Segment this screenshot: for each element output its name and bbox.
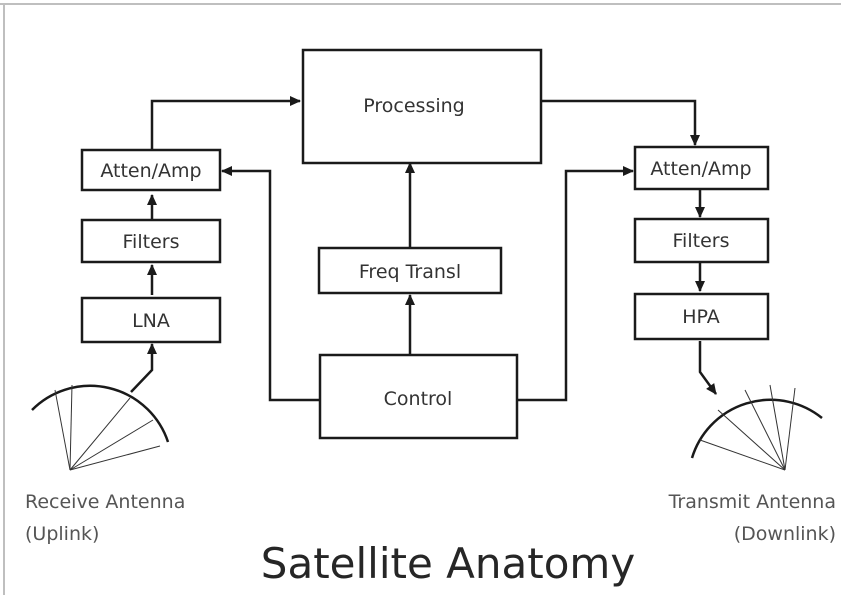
- receive-antenna-subcaption: (Uplink): [25, 523, 99, 545]
- control-label: Control: [384, 388, 453, 410]
- filters-right-label: Filters: [673, 230, 730, 252]
- processing-block: Processing: [301, 48, 543, 165]
- arrow-control-to-attenamp-right: [517, 166, 634, 402]
- arrow-processing-to-attenamp-right: [541, 99, 700, 146]
- filters-right-block: Filters: [633, 217, 770, 264]
- arrow-control-to-attenamp-left: [221, 166, 320, 402]
- arrow-attenamp-left-to-processing: [150, 96, 301, 150]
- processing-label: Processing: [363, 95, 464, 117]
- hpa-label: HPA: [682, 306, 720, 328]
- attenamp-right-block: Atten/Amp: [633, 145, 770, 191]
- control-block: Control: [318, 353, 519, 440]
- receive-antenna-caption: Receive Antenna: [25, 491, 185, 513]
- lna-label: LNA: [132, 310, 170, 332]
- lna-block: LNA: [80, 296, 222, 344]
- freq-transl-block: Freq Transl: [317, 246, 503, 295]
- attenamp-left-block: Atten/Amp: [80, 148, 222, 192]
- attenamp-right-label: Atten/Amp: [650, 158, 751, 180]
- attenamp-left-label: Atten/Amp: [100, 160, 201, 182]
- filters-left-block: Filters: [80, 218, 222, 264]
- arrow-hpa-to-transmit-antenna: [698, 341, 718, 395]
- transmit-antenna-caption: Transmit Antenna: [668, 491, 836, 513]
- receive-antenna-icon: [31, 384, 170, 471]
- transmit-antenna-icon: [690, 384, 823, 471]
- connectors: [130, 96, 718, 402]
- freq-transl-label: Freq Transl: [359, 261, 461, 283]
- transmit-antenna-subcaption: (Downlink): [734, 523, 836, 545]
- arrow-receive-antenna-to-lna: [130, 343, 157, 393]
- filters-left-label: Filters: [123, 231, 180, 253]
- diagram-title: Satellite Anatomy: [261, 539, 635, 588]
- hpa-block: HPA: [633, 292, 770, 341]
